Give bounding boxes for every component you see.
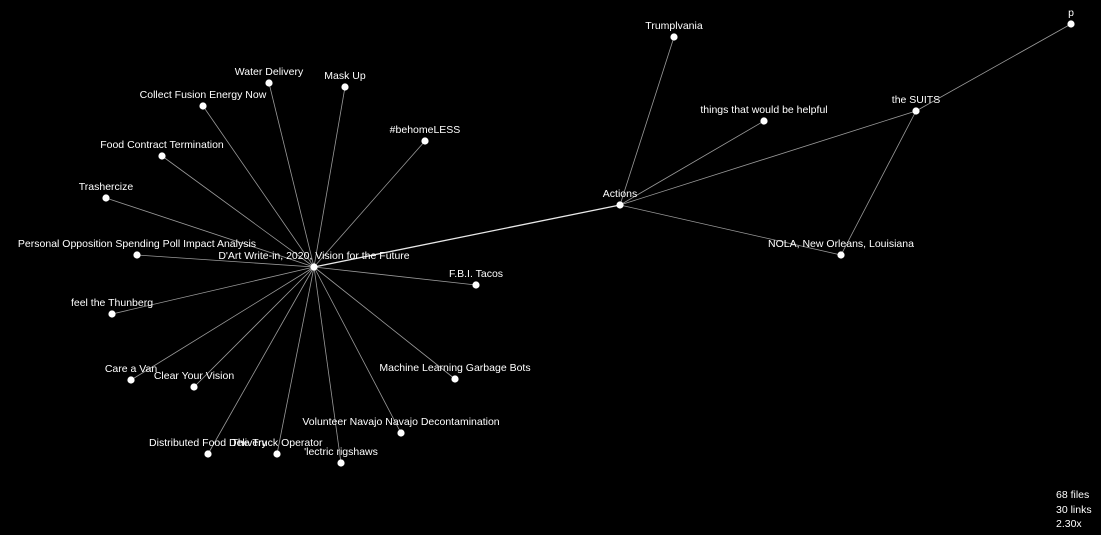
graph-link-hub-carevan	[130, 266, 315, 381]
node-dot[interactable]	[199, 102, 207, 110]
graph-link-hub-rigshaws	[313, 266, 342, 464]
graph-node-distfood[interactable]: Distributed Food Delivery	[149, 437, 268, 458]
graph-node-trumplvania[interactable]: Trumplvania	[645, 20, 703, 41]
node-dot[interactable]	[158, 152, 166, 160]
graph-link-hub-water	[268, 82, 315, 268]
graph-node-helpful[interactable]: things that would be helpful	[700, 104, 828, 125]
node-label: NOLA, New Orleans, Louisiana	[768, 238, 914, 250]
node-label: Trashercize	[79, 181, 134, 193]
node-dot[interactable]	[472, 281, 480, 289]
node-dot[interactable]	[337, 459, 345, 467]
graph-link-hub-navajo	[313, 266, 402, 434]
node-dot[interactable]	[837, 251, 845, 259]
graph-node-p[interactable]: p	[1067, 7, 1075, 28]
node-label: feel the Thunberg	[71, 297, 153, 309]
graph-node-clearvision[interactable]: Clear Your Vision	[154, 370, 235, 391]
graph-link-hub-foodcontract	[161, 155, 315, 268]
node-dot[interactable]	[127, 376, 135, 384]
node-label: Distributed Food Delivery	[149, 437, 268, 449]
graph-node-fusion[interactable]: Collect Fusion Energy Now	[140, 89, 267, 110]
node-label: F.B.I. Tacos	[449, 268, 503, 280]
node-dot[interactable]	[912, 107, 920, 115]
graph-node-suits[interactable]: the SUITS	[892, 94, 940, 115]
node-label: Volunteer Navajo Navajo Decontamination	[302, 416, 499, 428]
node-dot[interactable]	[108, 310, 116, 318]
node-dot[interactable]	[273, 450, 281, 458]
node-dot[interactable]	[1067, 20, 1075, 28]
node-dot[interactable]	[102, 194, 110, 202]
graph-link-suits-p	[915, 23, 1072, 112]
node-label: Actions	[603, 188, 637, 200]
node-label: Machine Learning Garbage Bots	[379, 362, 530, 374]
zoom-level: 2.30x	[1056, 518, 1082, 530]
nodes-layer: D'Art Write-in, 2020, Vision for the Fut…	[18, 7, 1075, 467]
graph-link-hub-mlbots	[313, 266, 456, 380]
graph-node-thunberg[interactable]: feel the Thunberg	[71, 297, 153, 318]
links-count: 30 links	[1056, 503, 1092, 516]
node-label: Food Contract Termination	[100, 139, 224, 151]
graph-link-actions-nola	[619, 204, 842, 256]
node-dot[interactable]	[190, 383, 198, 391]
graph-node-maskup[interactable]: Mask Up	[324, 70, 366, 91]
node-dot[interactable]	[397, 429, 405, 437]
graph-stats: 68 files 30 links 2.30x	[1056, 488, 1092, 532]
graph-node-water[interactable]: Water Delivery	[235, 66, 304, 87]
node-dot[interactable]	[310, 263, 318, 271]
node-label: Mask Up	[324, 70, 366, 82]
node-dot[interactable]	[670, 33, 678, 41]
graph-link-suits-nola	[840, 110, 917, 256]
graph-node-navajo[interactable]: Volunteer Navajo Navajo Decontamination	[302, 416, 500, 437]
node-dot[interactable]	[265, 79, 273, 87]
node-label: #behomeLESS	[390, 124, 461, 136]
node-label: Personal Opposition Spending Poll Impact…	[18, 238, 256, 250]
graph-link-hub-fbi	[313, 266, 477, 286]
node-label: The Truck Operator	[231, 437, 323, 449]
node-label: Care a Van	[105, 363, 157, 375]
node-label: Clear Your Vision	[154, 370, 235, 382]
graph-link-actions-trumplvania	[619, 36, 675, 206]
graph-node-truck[interactable]: The Truck Operator	[231, 437, 323, 458]
graph-node-foodcontract[interactable]: Food Contract Termination	[100, 139, 224, 160]
graph-node-mlbots[interactable]: Machine Learning Garbage Bots	[379, 362, 531, 383]
node-dot[interactable]	[616, 201, 624, 209]
graph-link-actions-helpful	[619, 120, 765, 206]
graph-link-hub-clearvision	[193, 266, 315, 388]
graph-link-hub-behome	[313, 140, 426, 268]
node-label: p	[1068, 7, 1074, 19]
graph-node-fbi[interactable]: F.B.I. Tacos	[449, 268, 503, 289]
graph-node-poll[interactable]: Personal Opposition Spending Poll Impact…	[18, 238, 256, 259]
node-label: things that would be helpful	[700, 104, 827, 116]
node-dot[interactable]	[421, 137, 429, 145]
graph-link-hub-fusion	[202, 105, 315, 268]
graph-node-behome[interactable]: #behomeLESS	[390, 124, 461, 145]
node-label: Trumplvania	[645, 20, 703, 32]
node-label: Water Delivery	[235, 66, 304, 78]
graph-link-actions-suits	[619, 110, 917, 206]
graph-node-nola[interactable]: NOLA, New Orleans, Louisiana	[768, 238, 914, 259]
graph-node-rigshaws[interactable]: 'lectric rigshaws	[304, 446, 378, 467]
graph-node-trashercize[interactable]: Trashercize	[79, 181, 134, 202]
node-label: 'lectric rigshaws	[304, 446, 378, 458]
graph-link-hub-maskup	[313, 86, 346, 268]
graph-link-hub-distfood	[207, 266, 315, 455]
node-dot[interactable]	[451, 375, 459, 383]
graph-link-hub-thunberg	[111, 266, 315, 315]
node-label: the SUITS	[892, 94, 940, 106]
node-dot[interactable]	[133, 251, 141, 259]
graph-link-hub-trashercize	[105, 197, 315, 268]
graph-node-carevan[interactable]: Care a Van	[105, 363, 157, 384]
node-dot[interactable]	[341, 83, 349, 91]
node-label: D'Art Write-in, 2020, Vision for the Fut…	[218, 250, 409, 262]
graph-link-hub-truck	[276, 266, 315, 455]
edges-layer	[105, 23, 1072, 464]
graph-link-hub-actions	[313, 204, 621, 268]
node-dot[interactable]	[760, 117, 768, 125]
graph-link-hub-poll	[136, 254, 315, 268]
files-count: 68 files	[1056, 489, 1090, 501]
node-label: Collect Fusion Energy Now	[140, 89, 267, 101]
graph-node-actions[interactable]: Actions	[603, 188, 637, 209]
graph-node-hub[interactable]: D'Art Write-in, 2020, Vision for the Fut…	[218, 250, 410, 271]
node-dot[interactable]	[204, 450, 212, 458]
